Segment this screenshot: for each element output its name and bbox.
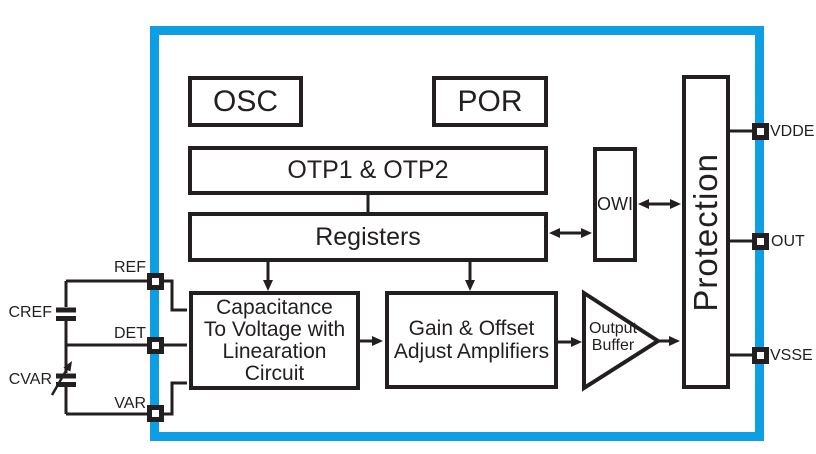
pin-ref-label: REF: [114, 259, 146, 276]
pin-vsse: [752, 347, 769, 364]
output-buffer-label: Output Buffer: [588, 320, 638, 354]
cref-label: CREF: [8, 304, 52, 321]
block-osc: OSC: [188, 76, 303, 127]
wire-ref-external: [64, 279, 147, 307]
pin-var: [147, 405, 164, 422]
block-capacitance-to-voltage: Capacitance To Voltage with Linearation …: [189, 291, 360, 390]
pin-vdde-label: VDDE: [770, 123, 815, 140]
block-registers-label: Registers: [315, 222, 421, 251]
pin-var-label: VAR: [114, 395, 146, 412]
block-capacitance-to-voltage-label: Capacitance To Voltage with Linearation …: [203, 295, 346, 385]
block-protection: Protection: [682, 75, 730, 389]
cvar-label: CVAR: [8, 371, 52, 388]
block-gain-offset-amplifiers: Gain & Offset Adjust Amplifiers: [385, 291, 558, 389]
cvar-capacitor: [56, 373, 76, 387]
block-por-label: POR: [457, 84, 523, 118]
pin-det: [147, 337, 164, 354]
block-otp-label: OTP1 & OTP2: [287, 156, 449, 185]
block-gain-offset-amplifiers-label: Gain & Offset Adjust Amplifiers: [393, 317, 550, 363]
block-owi-label: OWI: [597, 193, 633, 214]
block-otp: OTP1 & OTP2: [188, 146, 548, 195]
block-registers: Registers: [188, 212, 548, 262]
cvar-arrow: [50, 368, 69, 396]
pin-out: [752, 233, 769, 250]
block-protection-label: Protection: [686, 152, 724, 312]
block-osc-label: OSC: [212, 84, 278, 118]
block-por: POR: [432, 76, 548, 127]
pin-det-label: DET: [114, 325, 146, 342]
pin-vdde: [752, 123, 769, 140]
cvar-arrowhead: [63, 361, 72, 372]
block-owi: OWI: [593, 147, 637, 262]
pin-vsse-label: VSSE: [770, 347, 813, 364]
pin-ref: [147, 273, 164, 290]
pin-out-label: OUT: [771, 233, 805, 250]
cref-capacitor: [56, 307, 76, 321]
